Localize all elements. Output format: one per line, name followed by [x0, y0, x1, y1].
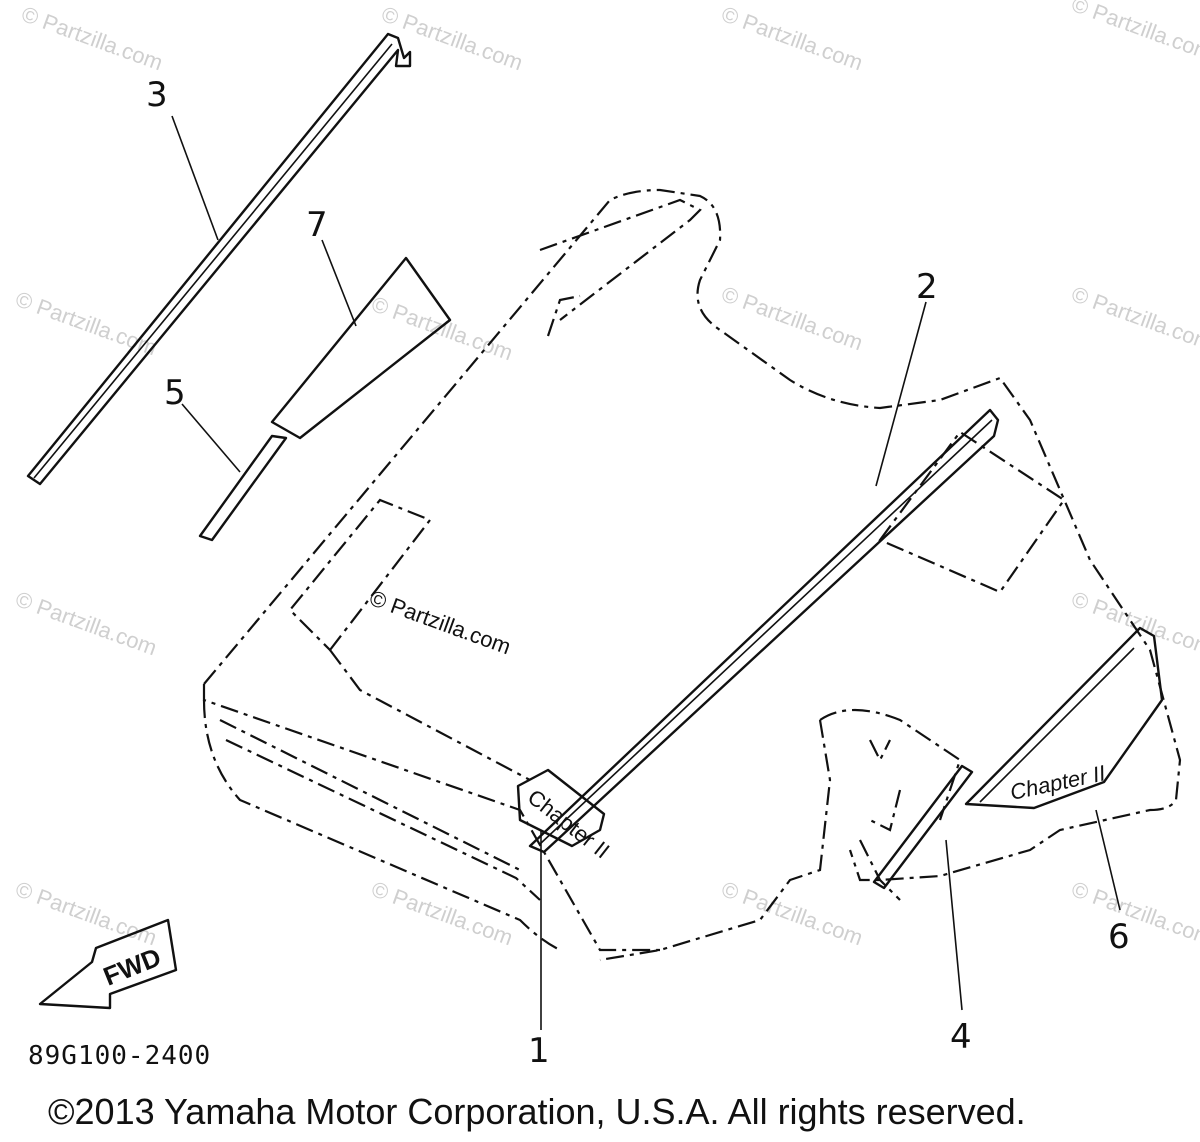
- callout-1: 1: [528, 1031, 550, 1071]
- part-1-front-decal: Chapter II: [516, 768, 614, 863]
- watermark: © Partzilla.com: [718, 876, 866, 950]
- watermark: © Partzilla.com: [378, 1, 526, 75]
- part-6-side-decal: Chapter II: [964, 626, 1164, 810]
- center-watermark: © Partzilla.com: [366, 585, 514, 659]
- part-code: 89G100-2400: [28, 1041, 211, 1071]
- callouts: 1 2 3 4 5 6 7: [146, 75, 1130, 1071]
- part-7-decal-panel: [270, 256, 452, 440]
- watermark: © Partzilla.com: [368, 876, 516, 950]
- watermark: © Partzilla.com: [1068, 876, 1200, 950]
- watermark: © Partzilla.com: [18, 1, 166, 75]
- callout-3: 3: [146, 75, 168, 115]
- callout-5: 5: [164, 373, 186, 413]
- callout-4: 4: [950, 1017, 972, 1057]
- watermark: © Partzilla.com: [12, 586, 160, 660]
- callout-7: 7: [306, 205, 328, 245]
- watermark: © Partzilla.com: [1068, 586, 1200, 660]
- watermark: © Partzilla.com: [718, 1, 866, 75]
- part-5-short-strip: [198, 434, 288, 542]
- fwd-label: FWD: [99, 942, 165, 992]
- watermark: © Partzilla.com: [1068, 281, 1200, 355]
- hood-body: [202, 188, 1182, 962]
- watermark: © Partzilla.com: [1068, 0, 1200, 65]
- watermark: © Partzilla.com: [368, 291, 516, 365]
- leader-lines: [171, 115, 1121, 1030]
- watermark: © Partzilla.com: [718, 281, 866, 355]
- part-3-trim-strip: [26, 32, 412, 486]
- watermark: © Partzilla.com: [12, 286, 160, 360]
- callout-2: 2: [916, 267, 938, 307]
- watermark: © Partzilla.com: [12, 876, 160, 950]
- callout-6: 6: [1108, 917, 1130, 957]
- copyright: ©2013 Yamaha Motor Corporation, U.S.A. A…: [48, 1091, 1026, 1132]
- part-4-small-strip: [872, 764, 974, 890]
